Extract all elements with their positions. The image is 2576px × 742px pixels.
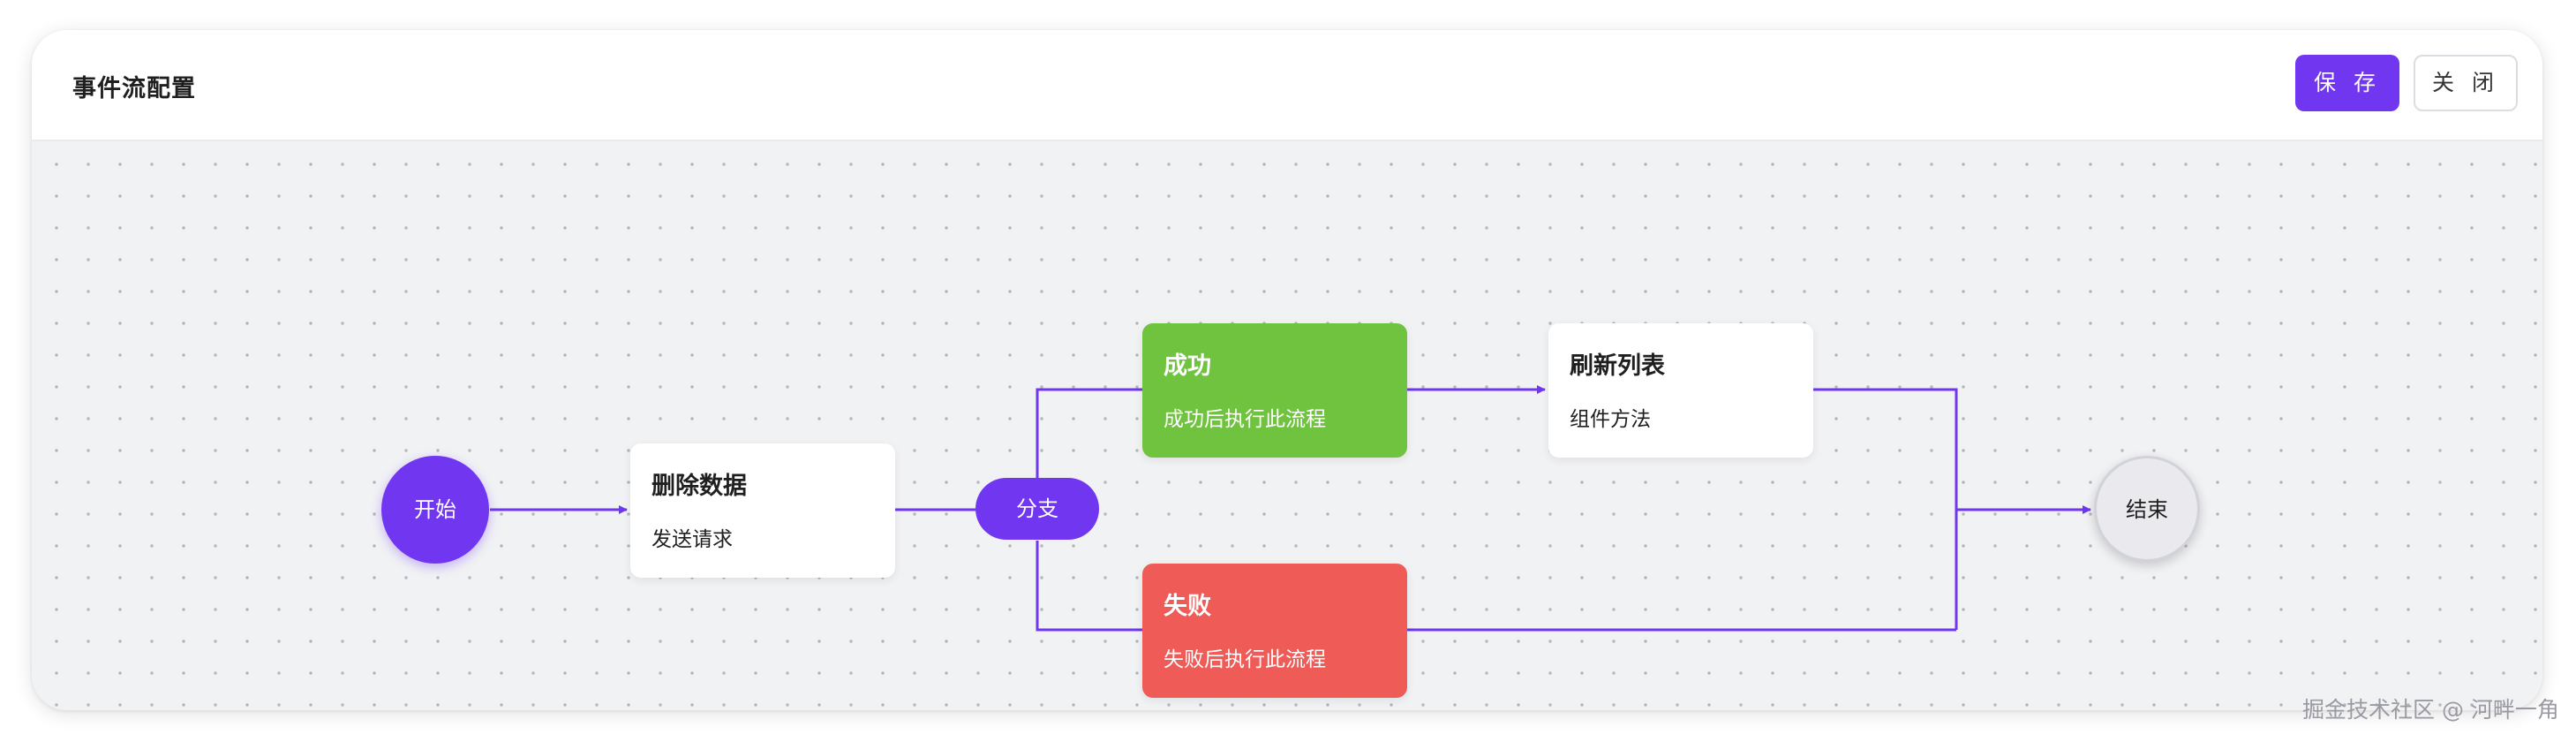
refresh-list-node[interactable]: 刷新列表 组件方法 [1548, 323, 1813, 458]
start-node[interactable]: 开始 [381, 456, 489, 564]
edge-refresh-to-merge [1813, 388, 1958, 630]
edge-branch-to-fail [1036, 541, 1142, 632]
node-title: 刷新列表 [1570, 352, 1665, 380]
dialog-header: 事件流配置 保 存 关 闭 [32, 30, 2542, 141]
close-button[interactable]: 关 闭 [2414, 55, 2518, 111]
dialog-title: 事件流配置 [72, 75, 196, 102]
flow-canvas[interactable]: 开始 删除数据 发送请求 分支 成功 成功后执行此流程 刷新列表 组件方法 失败… [32, 141, 2542, 710]
flow-edges [490, 385, 2091, 632]
node-title: 成功 [1164, 352, 1211, 380]
node-description: 成功后执行此流程 [1164, 408, 1326, 431]
end-node[interactable]: 结束 [2094, 456, 2200, 562]
delete-data-node[interactable]: 删除数据 发送请求 [630, 443, 895, 578]
node-title: 失败 [1164, 593, 1211, 620]
node-description: 组件方法 [1570, 408, 1651, 431]
save-button[interactable]: 保 存 [2295, 55, 2399, 111]
node-description: 发送请求 [652, 528, 733, 551]
event-flow-dialog: 事件流配置 保 存 关 闭 [32, 30, 2542, 710]
node-title: 删除数据 [652, 473, 747, 500]
branch-node[interactable]: 分支 [975, 478, 1099, 540]
success-node[interactable]: 成功 成功后执行此流程 [1142, 323, 1407, 458]
failure-node[interactable]: 失败 失败后执行此流程 [1142, 564, 1407, 698]
watermark: 掘金技术社区 @ 河畔一角 [2302, 697, 2559, 723]
edge-branch-to-success [1036, 388, 1142, 479]
node-description: 失败后执行此流程 [1164, 648, 1326, 671]
